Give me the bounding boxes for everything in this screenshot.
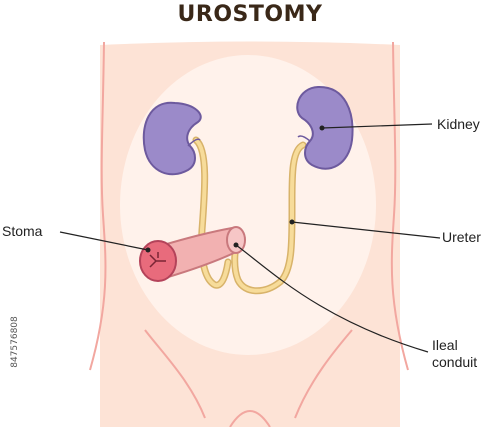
right-groin-line bbox=[294, 329, 353, 419]
left-kidney-hilum bbox=[187, 138, 201, 147]
kidney-leader-dot bbox=[319, 125, 325, 131]
conduit-end bbox=[226, 226, 246, 254]
kidney-label: Kidney bbox=[437, 116, 480, 132]
torso-right-outline bbox=[390, 41, 409, 371]
stoma-leader-line bbox=[59, 231, 149, 251]
right-kidney-hilum bbox=[297, 135, 311, 142]
ureter-label: Ureter bbox=[442, 229, 481, 245]
kidney-leader-line bbox=[321, 123, 433, 129]
left-groin-line bbox=[144, 329, 206, 419]
stoma-label: Stoma bbox=[2, 223, 43, 239]
ileal-conduit-leader-line bbox=[235, 244, 429, 353]
left-kidney bbox=[142, 101, 202, 176]
stoma-leader-dot bbox=[145, 247, 151, 253]
ileal-conduit-leader-dot bbox=[233, 242, 239, 248]
stock-id-watermark: 847576808 bbox=[10, 316, 20, 368]
stoma-opening bbox=[149, 252, 166, 268]
right-ureter-fill bbox=[232, 143, 305, 293]
torso-left-outline bbox=[89, 41, 107, 371]
crotch-line bbox=[229, 410, 271, 427]
ureter-leader-line bbox=[291, 221, 441, 239]
diagram-title: UROSTOMY bbox=[177, 2, 323, 27]
ileal-conduit-label-line1: Ileal bbox=[432, 337, 458, 353]
ileal-conduit-label-line2: conduit bbox=[432, 354, 478, 370]
ureter-leader-dot bbox=[289, 219, 295, 225]
